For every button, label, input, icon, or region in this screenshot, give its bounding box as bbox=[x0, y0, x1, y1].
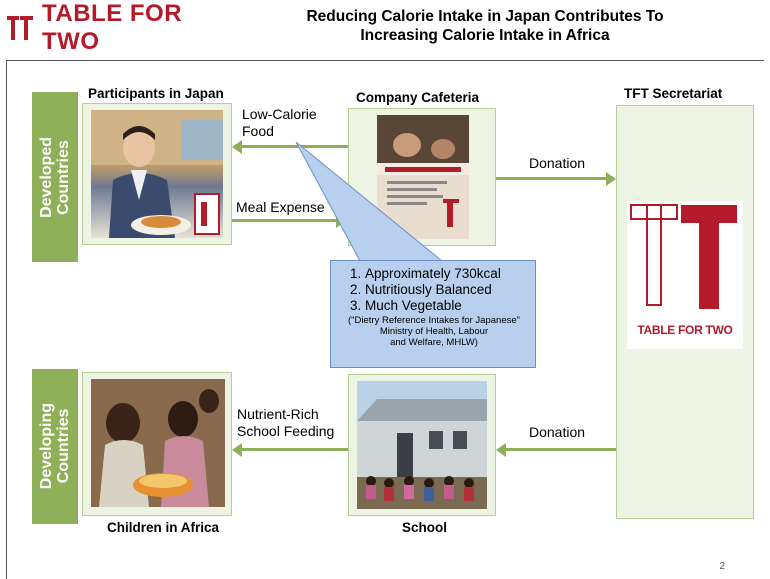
nutrient-feeding-label: Nutrient-Rich School Feeding bbox=[237, 406, 335, 439]
nutrition-item-3: Much Vegetable bbox=[365, 298, 529, 314]
cafeteria-photo-frame bbox=[348, 108, 496, 246]
developed-countries-label: Developed Countries bbox=[32, 92, 78, 262]
header-divider bbox=[6, 60, 764, 61]
secretariat-logo: TABLE FOR TWO bbox=[627, 201, 743, 349]
title-line-1: Reducing Calorie Intake in Japan Contrib… bbox=[306, 8, 664, 25]
children-label: Children in Africa bbox=[107, 520, 220, 535]
nutrition-item-1: Approximately 730kcal bbox=[365, 266, 529, 282]
nutrition-item-2: Nutritiously Balanced bbox=[365, 282, 529, 298]
secretariat-logo-text: TABLE FOR TWO bbox=[637, 323, 733, 337]
meal-expense-label: Meal Expense bbox=[236, 199, 325, 215]
brand-name: TABLE FOR TWO bbox=[42, 0, 183, 55]
secretariat-frame: TABLE FOR TWO bbox=[616, 105, 754, 519]
title-line-2: Increasing Calorie Intake in Africa bbox=[360, 27, 610, 44]
school-photo-frame bbox=[348, 374, 496, 516]
page-number: 2 bbox=[719, 561, 725, 572]
low-calorie-food-label: Low-Calorie Food bbox=[242, 106, 317, 139]
logo-mark-icon bbox=[6, 14, 34, 42]
cafeteria-poster bbox=[377, 115, 469, 239]
callout-pointer bbox=[295, 141, 444, 263]
nutrition-callout: Approximately 730kcal Nutritiously Balan… bbox=[330, 260, 536, 368]
nutrition-source-note: ("Dietry Reference Intakes for Japanese"… bbox=[347, 315, 521, 348]
donation-top-label: Donation bbox=[529, 155, 586, 171]
left-divider bbox=[6, 60, 7, 579]
cafeteria-label: Company Cafeteria bbox=[356, 90, 480, 105]
children-photo bbox=[91, 379, 225, 507]
developing-countries-label: Developing Countries bbox=[32, 369, 78, 524]
children-photo-frame bbox=[82, 372, 232, 516]
school-photo bbox=[357, 381, 487, 509]
school-label: School bbox=[402, 520, 448, 535]
participants-photo bbox=[91, 110, 223, 238]
secretariat-label: TFT Secretariat bbox=[624, 86, 723, 101]
participants-label: Participants in Japan bbox=[88, 86, 224, 101]
nutrition-list: Approximately 730kcal Nutritiously Balan… bbox=[339, 266, 529, 314]
brand-logo: TABLE FOR TWO bbox=[6, 0, 246, 55]
donation-bottom-label: Donation bbox=[529, 424, 586, 440]
participants-photo-frame bbox=[82, 103, 232, 245]
page-title: Reducing Calorie Intake in Japan Contrib… bbox=[250, 7, 720, 45]
